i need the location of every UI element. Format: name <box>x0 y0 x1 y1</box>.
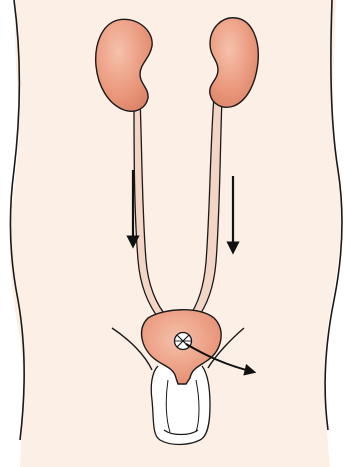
crossed-circle-icon <box>175 333 192 350</box>
